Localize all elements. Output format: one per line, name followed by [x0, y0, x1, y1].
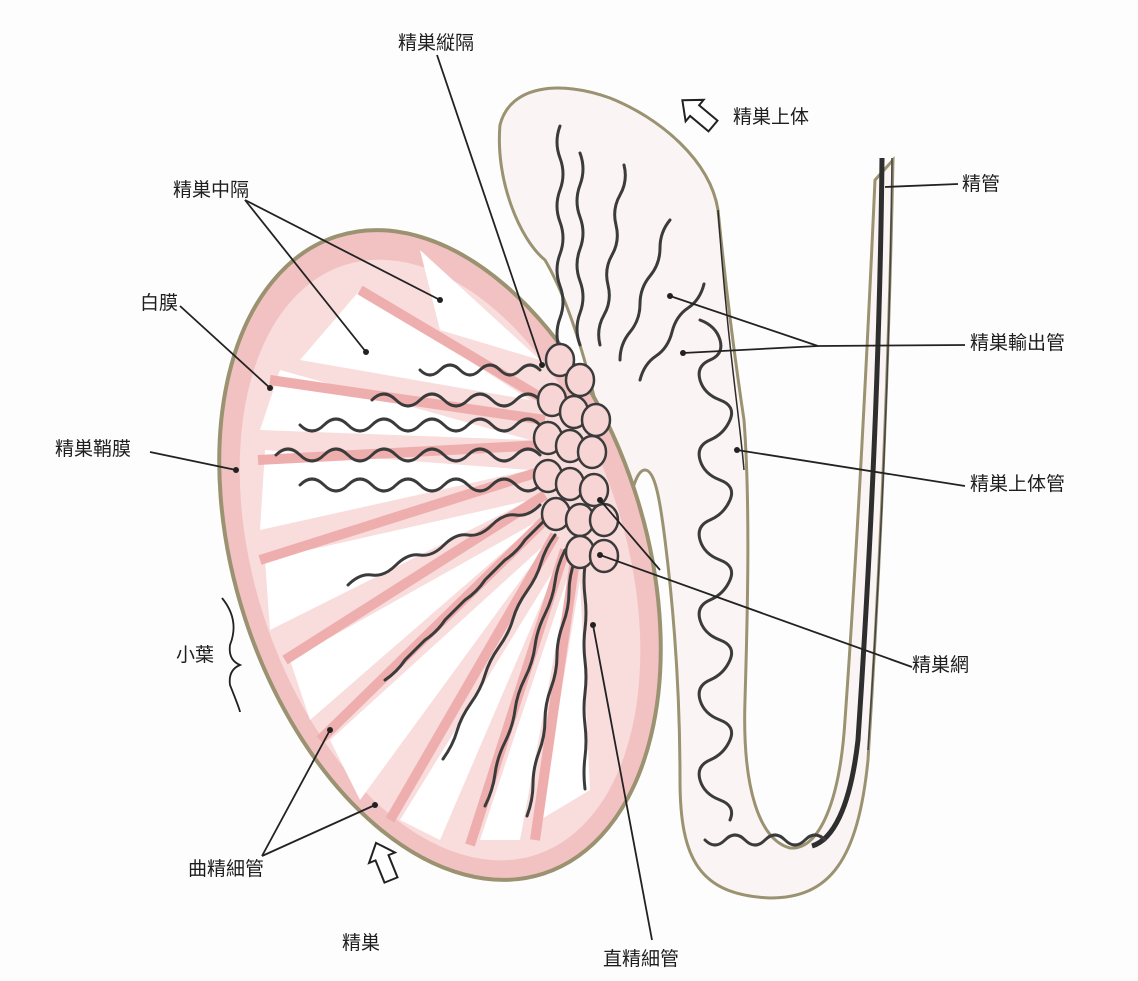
label-epididymis: 精巣上体 — [733, 108, 809, 127]
label-septa: 精巣中隔 — [173, 181, 249, 200]
label-mediastinum: 精巣縦隔 — [398, 34, 474, 53]
label-lobule: 小葉 — [176, 646, 214, 665]
label-seminiferous-tubules: 曲精細管 — [188, 860, 264, 879]
label-epididymal-duct: 精巣上体管 — [970, 475, 1065, 494]
label-tunica-albuginea: 白膜 — [140, 294, 178, 313]
epididymis-arrow — [673, 90, 722, 137]
label-testis: 精巣 — [342, 934, 380, 953]
label-tunica-vaginalis: 精巣鞘膜 — [55, 440, 131, 459]
label-vas-deferens: 精管 — [962, 175, 1000, 194]
label-straight-tubules: 直精細管 — [603, 950, 679, 969]
label-efferent-ducts: 精巣輸出管 — [970, 334, 1065, 353]
label-rete-testis: 精巣網 — [912, 656, 969, 675]
